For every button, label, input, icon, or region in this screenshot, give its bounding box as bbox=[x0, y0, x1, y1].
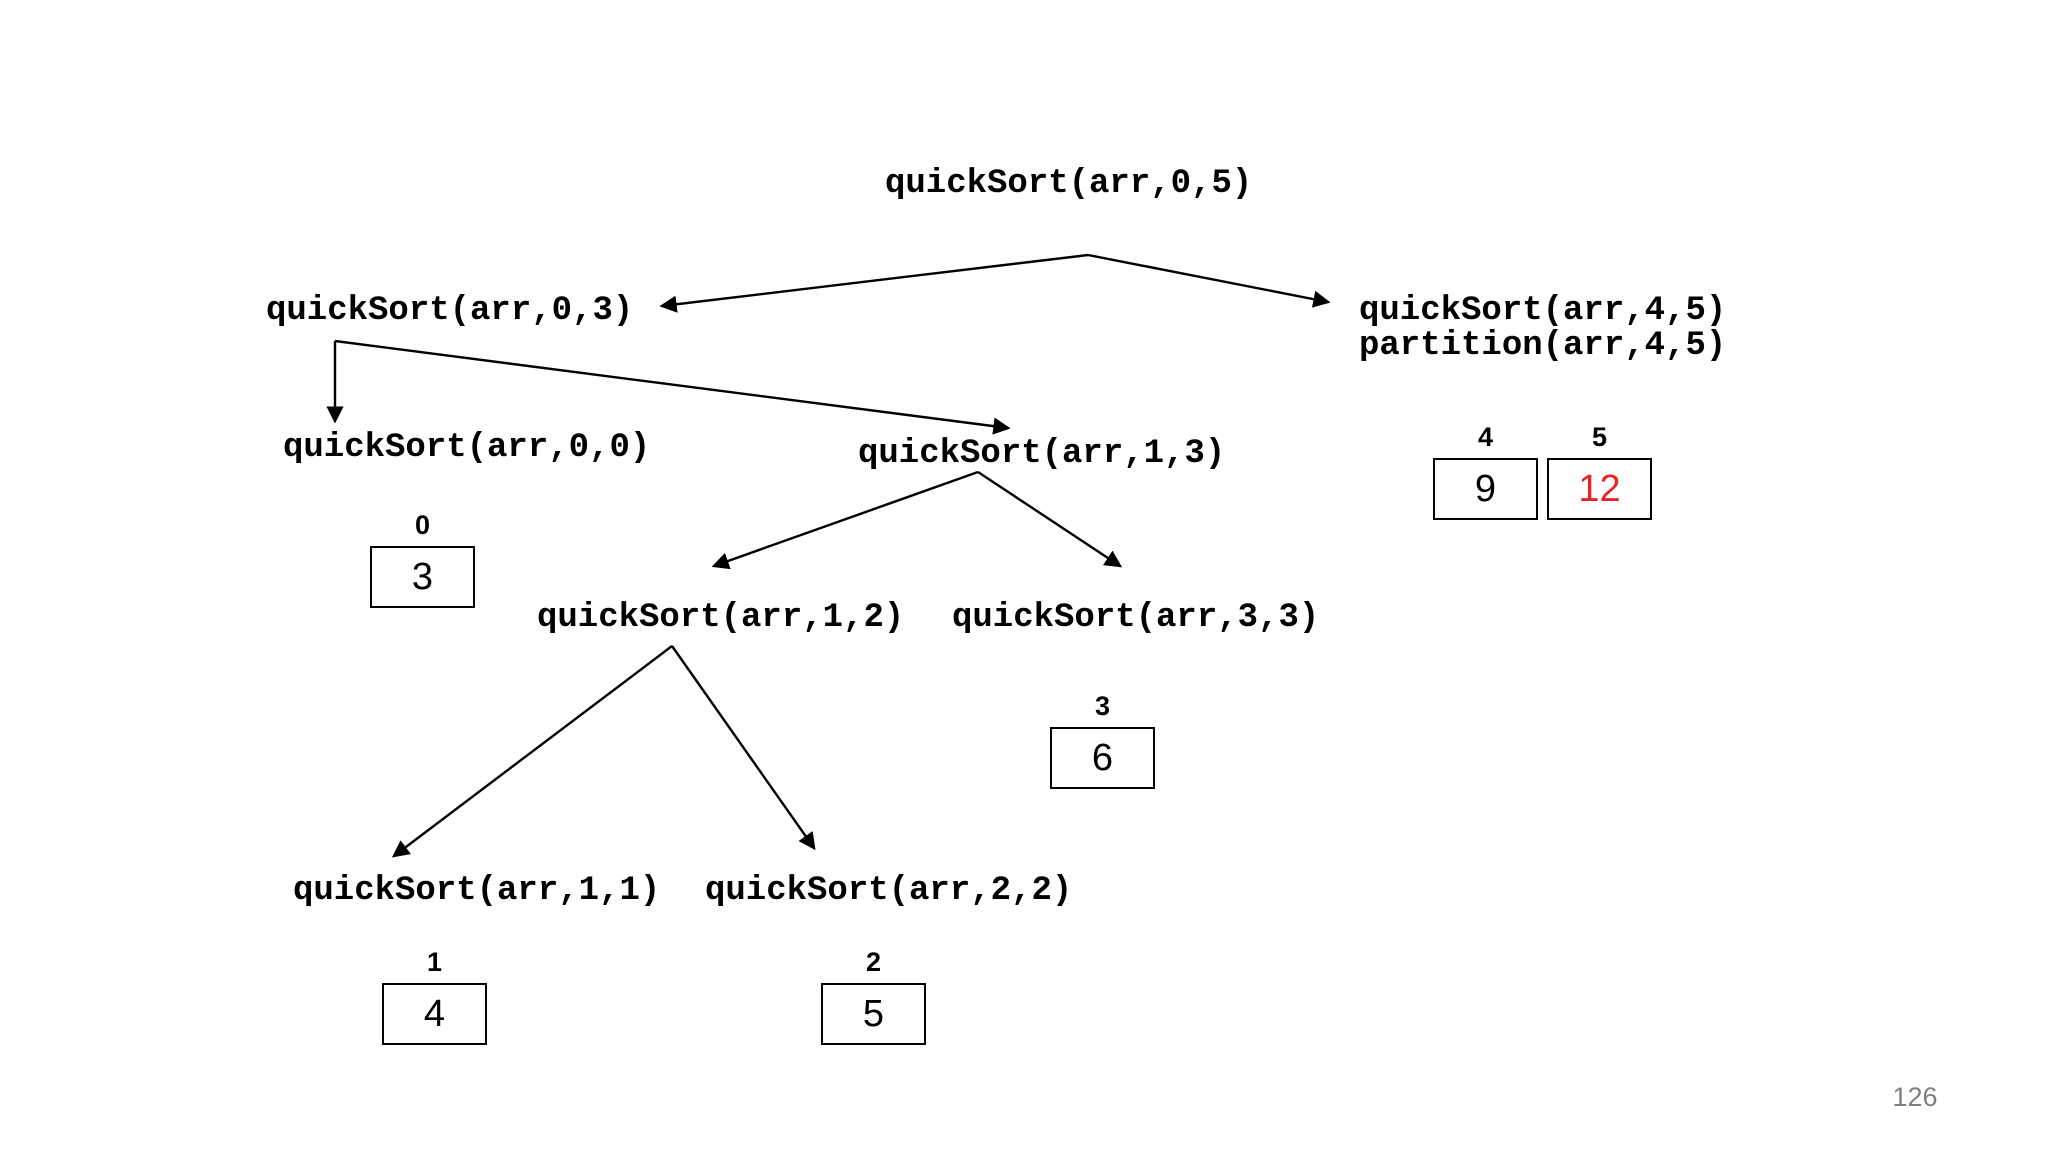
array-cell-value-0: 3 bbox=[411, 556, 434, 598]
array-cell-3: 3 6 bbox=[1050, 687, 1155, 789]
node-quicksort-1-1: quickSort(arr,1,1) bbox=[293, 872, 661, 910]
array-cell-value-2: 5 bbox=[862, 993, 885, 1035]
array-cell-0: 0 3 bbox=[370, 506, 475, 608]
node-quicksort-0-3: quickSort(arr,0,3) bbox=[266, 292, 634, 330]
array-cell-5: 5 12 bbox=[1547, 418, 1652, 520]
edge-root-to-qs45 bbox=[1087, 253, 1331, 308]
array-cell-value-5: 12 bbox=[1578, 468, 1621, 510]
edge-qs13-to-qs33 bbox=[977, 470, 1123, 568]
node-quicksort-1-2: quickSort(arr,1,2) bbox=[537, 599, 905, 637]
node-quicksort-0-5: quickSort(arr,0,5) bbox=[885, 165, 1253, 203]
array-cell-value-4: 9 bbox=[1474, 468, 1497, 510]
array-cell-box-3: 6 bbox=[1050, 727, 1155, 789]
node-quicksort-4-5: quickSort(arr,4,5) bbox=[1359, 292, 1727, 330]
node-quicksort-3-3: quickSort(arr,3,3) bbox=[952, 599, 1320, 637]
node-quicksort-2-2: quickSort(arr,2,2) bbox=[705, 872, 1073, 910]
array-cell-2: 2 5 bbox=[821, 943, 926, 1045]
array-index-label-2: 2 bbox=[865, 947, 882, 977]
edge-qs13-to-qs12 bbox=[711, 470, 979, 570]
edge-root-to-qs03 bbox=[659, 253, 1089, 313]
edge-qs12-to-qs22 bbox=[671, 645, 816, 851]
array-cell-1: 1 4 bbox=[382, 943, 487, 1045]
node-quicksort-0-0: quickSort(arr,0,0) bbox=[283, 429, 651, 467]
array-cell-box-1: 4 bbox=[382, 983, 487, 1045]
array-cell-4: 4 9 bbox=[1433, 418, 1538, 520]
array-cell-box-4: 9 bbox=[1433, 458, 1538, 520]
array-index-label-0: 0 bbox=[414, 510, 431, 540]
array-index-label-1: 1 bbox=[426, 947, 443, 977]
page-number: 126 bbox=[1892, 1082, 1938, 1112]
array-cell-box-2: 5 bbox=[821, 983, 926, 1045]
array-cell-value-3: 6 bbox=[1091, 737, 1114, 779]
array-index-label-4: 4 bbox=[1477, 422, 1494, 452]
node-partition-4-5: partition(arr,4,5) bbox=[1359, 327, 1727, 365]
edge-qs12-to-qs11 bbox=[391, 645, 673, 858]
array-index-label-3: 3 bbox=[1094, 691, 1111, 721]
array-cell-box-0: 3 bbox=[370, 546, 475, 608]
edge-qs03-to-qs13 bbox=[334, 339, 1011, 435]
array-cell-box-5: 12 bbox=[1547, 458, 1652, 520]
array-cell-value-1: 4 bbox=[423, 993, 446, 1035]
node-quicksort-1-3: quickSort(arr,1,3) bbox=[858, 435, 1226, 473]
array-index-label-5: 5 bbox=[1591, 422, 1608, 452]
